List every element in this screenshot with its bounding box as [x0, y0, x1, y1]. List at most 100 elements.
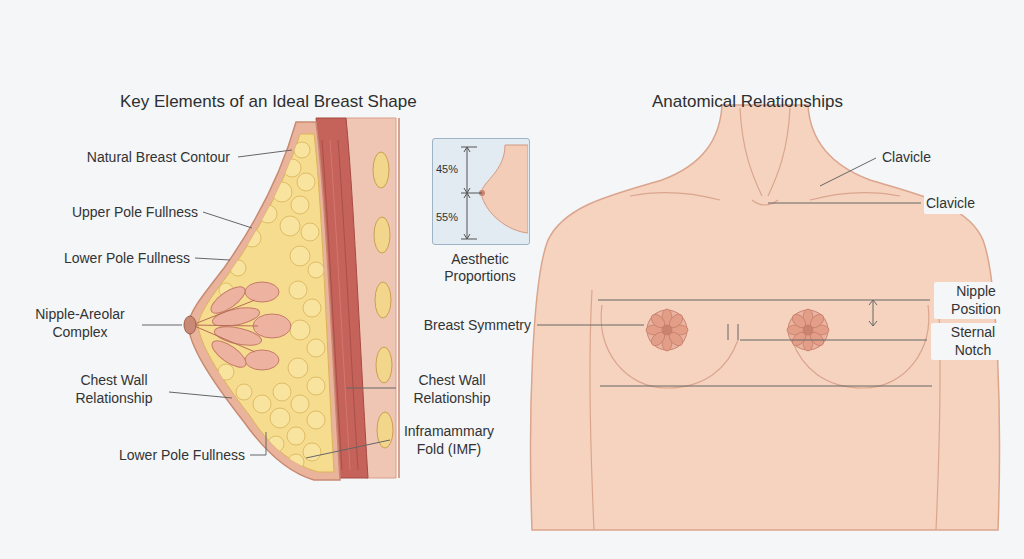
breast-section	[280, 216, 300, 236]
torso	[792, 305, 929, 388]
rib-column	[376, 347, 392, 383]
breast-section	[259, 205, 277, 223]
leader-line	[250, 432, 266, 455]
breast-section	[303, 443, 321, 461]
part-label: Lower Pole Fullness	[117, 446, 247, 466]
breast-section	[291, 395, 309, 413]
leader-line	[142, 150, 396, 458]
breast-section	[270, 408, 290, 428]
areola-petals	[646, 309, 829, 351]
glandular-tissue	[245, 350, 279, 370]
part-label: Lower Pole Fullness	[62, 249, 192, 269]
part-label: Chest Wall Relationship	[400, 371, 504, 408]
rib-column	[375, 282, 391, 318]
leader-line	[768, 203, 921, 204]
breast-section	[291, 196, 309, 214]
proportion-arrows	[461, 147, 482, 239]
proportion-arrows	[464, 147, 470, 239]
part-label: Chest Wall Relationship	[62, 371, 166, 408]
breast-section	[268, 436, 284, 452]
part-label: Natural Breast Contour	[85, 148, 232, 168]
breast-section	[294, 142, 310, 158]
leader-line	[195, 258, 230, 260]
part-label: Sternal Notch	[931, 323, 1015, 360]
leader-line	[306, 440, 390, 458]
breast-section	[308, 262, 324, 278]
leader-line	[820, 158, 876, 186]
breast-section	[273, 383, 291, 401]
breast-section	[288, 454, 304, 470]
breast-section	[307, 339, 325, 357]
part-label: Breast Symmetry	[422, 316, 533, 336]
breast-section	[297, 173, 315, 191]
areola	[647, 310, 687, 350]
part-label: Upper Pole Fullness	[70, 203, 200, 223]
nipple	[184, 316, 196, 334]
part-label: Inframammary Fold (IMF)	[393, 422, 505, 459]
areola	[788, 310, 828, 350]
breast-section	[289, 281, 307, 299]
breast-section	[307, 377, 325, 395]
breast-section	[288, 358, 308, 378]
proportion-value: 45%	[436, 163, 458, 176]
leader-line	[598, 300, 930, 301]
part-label: Nipple Position	[934, 282, 1018, 319]
glandular-tissue	[245, 282, 279, 302]
leader-line	[142, 325, 182, 326]
leader-line	[169, 392, 232, 398]
areola	[647, 310, 828, 350]
section-heading: Anatomical Relationships	[650, 90, 845, 113]
leader-line	[869, 300, 877, 305]
breast-section	[303, 299, 321, 317]
breast-section	[287, 427, 305, 445]
torso	[768, 108, 790, 196]
proportion-sketch	[433, 139, 528, 243]
torso	[740, 108, 762, 196]
breast-section	[188, 122, 340, 480]
part-label: Clavicle	[880, 148, 933, 168]
rib-column	[374, 217, 390, 253]
areola-petals	[803, 325, 813, 335]
leader-line	[537, 325, 644, 326]
breast-section	[198, 134, 334, 472]
leader-line	[537, 158, 932, 386]
leader-line	[346, 388, 396, 389]
glandular-tissue	[253, 314, 291, 338]
proportion-arrows	[461, 147, 482, 239]
rib-column	[373, 152, 389, 188]
breast-section	[301, 223, 319, 241]
breast-section	[290, 246, 310, 266]
inset-caption: Aesthetic Proportions	[425, 251, 535, 285]
torso	[630, 193, 720, 200]
proportion-inset: 45%55%Aesthetic Proportions	[432, 138, 530, 245]
breast-section	[290, 320, 310, 340]
glandular-tissue	[192, 300, 258, 352]
breast-section	[272, 182, 292, 202]
glandular-tissue	[192, 282, 291, 372]
areola-petals	[662, 325, 672, 335]
leader-line	[869, 321, 877, 326]
nipple	[184, 316, 196, 334]
leader-line	[740, 340, 927, 341]
leader-line	[203, 212, 252, 228]
torso	[601, 305, 738, 388]
leader-line	[238, 150, 292, 157]
breast-section	[230, 260, 246, 276]
section-heading: Key Elements of an Ideal Breast Shape	[118, 90, 419, 113]
breast-section	[283, 159, 301, 177]
part-label: Nipple-Areolar Complex	[22, 305, 138, 342]
torso	[810, 193, 900, 200]
leader-line	[873, 300, 874, 326]
torso	[531, 105, 1000, 530]
leader-line	[600, 386, 932, 387]
pectoral-muscle	[338, 140, 358, 470]
breast-outline	[481, 145, 528, 233]
torso	[590, 108, 940, 530]
breast-section	[253, 395, 271, 413]
breast-section	[243, 229, 261, 247]
proportion-value: 55%	[436, 211, 458, 224]
breast-section	[188, 122, 340, 480]
breast-section	[236, 384, 252, 400]
torso	[531, 105, 1000, 530]
